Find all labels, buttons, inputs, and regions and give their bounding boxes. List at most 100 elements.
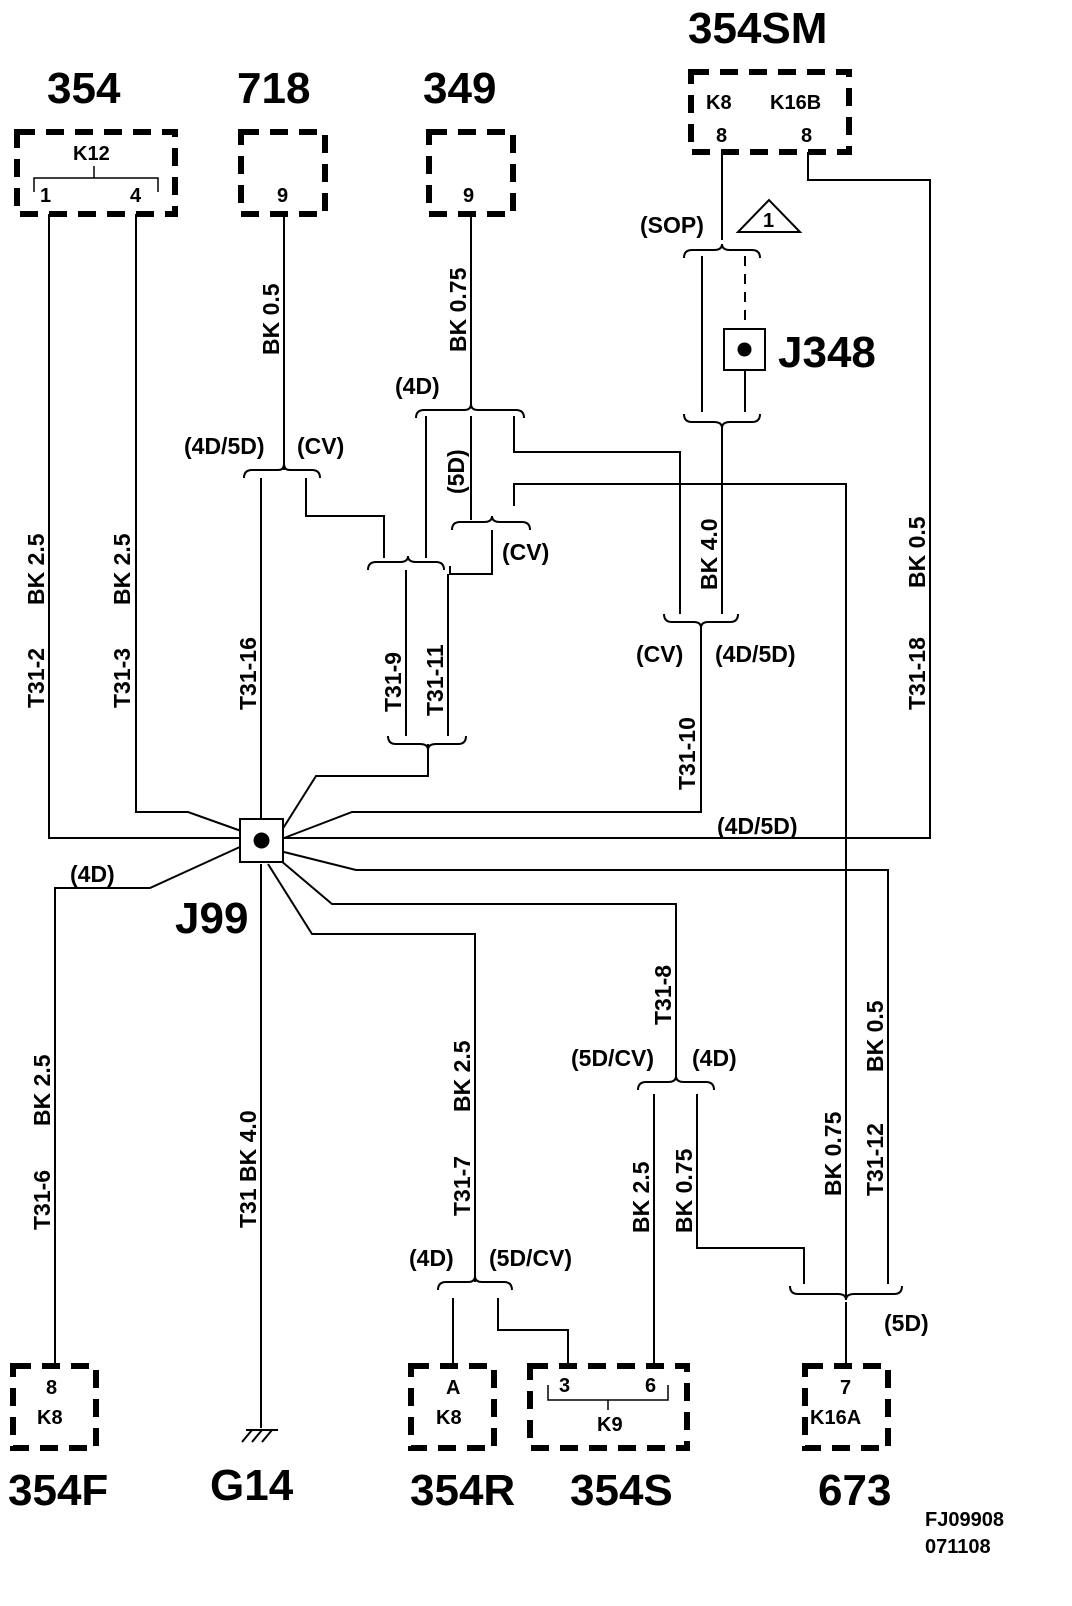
wire-0-75-to-673 bbox=[696, 1094, 805, 1284]
wire-354SM-pin8b-circuit: T31-18 bbox=[904, 637, 930, 710]
connector-354F-name: 354F bbox=[8, 1466, 108, 1515]
connector-354S-box bbox=[527, 1363, 690, 1451]
variant-4d-354S: (4D) bbox=[692, 1045, 737, 1071]
wire-354-pin4-circuit: T31-3 bbox=[109, 648, 135, 708]
wire-t31-9-circuit: T31-9 bbox=[380, 652, 406, 712]
connector-673-pin-7: 7 bbox=[840, 1377, 851, 1399]
wire-354R-circuit: T31-7 bbox=[449, 1156, 475, 1216]
note-triangle bbox=[735, 198, 803, 233]
wire-349-size: BK 0.75 bbox=[445, 267, 471, 352]
variant-4d5d-354SM: (4D/5D) bbox=[717, 813, 798, 839]
wire-718-circuit: T31-16 bbox=[235, 637, 261, 710]
connector-354-box bbox=[14, 129, 178, 217]
connector-354-pin-4: 4 bbox=[130, 185, 142, 207]
wire-cv-stub bbox=[449, 530, 493, 575]
wire-t31-11-circuit: T31-11 bbox=[422, 644, 448, 716]
connector-354R-cavity-k8: K8 bbox=[436, 1407, 462, 1429]
wire-718-cv-branch bbox=[305, 478, 385, 558]
wire-354SM-pin8b bbox=[284, 152, 931, 839]
brace-t31-9-11-top bbox=[367, 555, 445, 571]
variant-5dcv-354S: (5D/CV) bbox=[571, 1045, 654, 1071]
wire-354R-size: BK 2.5 bbox=[449, 1040, 475, 1112]
wire-354S-pin6-size: BK 2.5 bbox=[628, 1161, 654, 1233]
wire-t31-10 bbox=[283, 628, 702, 839]
brace-718 bbox=[243, 463, 321, 479]
connector-354-cavity-label: K12 bbox=[73, 143, 110, 165]
connector-673-name: 673 bbox=[818, 1466, 891, 1515]
brace-354R bbox=[437, 1275, 513, 1291]
wire-354F-circuit: T31-6 bbox=[29, 1170, 55, 1230]
wire-354F bbox=[54, 845, 243, 1366]
wire-718-size: BK 0.5 bbox=[258, 283, 284, 355]
brace-sop bbox=[683, 243, 761, 259]
variant-cv-349: (CV) bbox=[502, 539, 549, 565]
splice-j348-label: J348 bbox=[778, 328, 876, 377]
brace-j348 bbox=[683, 413, 761, 429]
brace-cv-5d bbox=[451, 515, 531, 531]
connector-354R-name: 354R bbox=[410, 1466, 515, 1515]
wire-354-pin4-size: BK 2.5 bbox=[109, 533, 135, 605]
variant-cv-j348: (CV) bbox=[636, 641, 683, 667]
connector-354S-pin-3: 3 bbox=[559, 1375, 570, 1397]
variant-5d-673: (5D) bbox=[884, 1310, 929, 1336]
connector-354S-cavity-k9: K9 bbox=[597, 1414, 623, 1436]
wire-t31-9-11-to-j99 bbox=[281, 744, 429, 831]
wire-354SM-pin8b-size: BK 0.5 bbox=[904, 516, 930, 588]
connector-354R-pin-a: A bbox=[446, 1377, 460, 1399]
connector-354S-name: 354S bbox=[570, 1466, 673, 1515]
wire-354-pin4 bbox=[135, 214, 245, 833]
note-triangle-number: 1 bbox=[763, 210, 774, 232]
connector-349-pin-9: 9 bbox=[463, 185, 474, 207]
wire-j348-size: BK 4.0 bbox=[696, 518, 722, 590]
wire-354R-to-354S bbox=[497, 1298, 569, 1366]
brace-673 bbox=[789, 1285, 903, 1301]
wire-354R bbox=[267, 863, 476, 1282]
wire-673-b-circuit: T31-12 bbox=[862, 1123, 888, 1196]
connector-718-name: 718 bbox=[237, 64, 310, 113]
wire-673-a-size: BK 0.75 bbox=[820, 1111, 846, 1196]
connector-354SM-box bbox=[688, 69, 852, 155]
connector-354F-pin-8: 8 bbox=[46, 1377, 57, 1399]
variant-4d-354F: (4D) bbox=[70, 861, 115, 887]
connector-354SM-cavity-k8: K8 bbox=[706, 92, 732, 114]
wire-g14-label: T31 BK 4.0 bbox=[235, 1110, 261, 1228]
diagram-date: 071108 bbox=[925, 1536, 991, 1558]
connector-354SM-pin-8b: 8 bbox=[801, 125, 812, 147]
variant-4d5d-j348: (4D/5D) bbox=[715, 641, 796, 667]
brace-cv-4d5d bbox=[663, 613, 739, 629]
wire-t31-12 bbox=[283, 851, 889, 1284]
connector-354SM-name: 354SM bbox=[688, 4, 827, 53]
brace-t31-9-11-bottom bbox=[387, 735, 467, 751]
connector-354F-cavity-k8: K8 bbox=[37, 1407, 63, 1429]
diagram-code: FJ09908 bbox=[925, 1509, 1004, 1531]
connector-354-pin-1: 1 bbox=[40, 185, 51, 207]
variant-5d-349: (5D) bbox=[443, 449, 469, 494]
wire-354-pin1 bbox=[48, 214, 242, 839]
splice-j99-label: J99 bbox=[175, 894, 248, 943]
ground-g14-name: G14 bbox=[210, 1461, 294, 1510]
variant-4d-349: (4D) bbox=[395, 373, 440, 399]
variant-sop: (SOP) bbox=[640, 212, 704, 238]
brace-349 bbox=[415, 403, 525, 419]
connector-354SM-pin-8a: 8 bbox=[716, 125, 727, 147]
wire-349-to-j348-branch bbox=[513, 416, 681, 614]
wire-t31-10-circuit: T31-10 bbox=[674, 717, 700, 790]
connector-354-name: 354 bbox=[47, 64, 121, 113]
wire-354F-size: BK 2.5 bbox=[29, 1054, 55, 1126]
variant-5dcv-354R: (5D/CV) bbox=[489, 1245, 572, 1271]
wire-354-pin1-circuit: T31-2 bbox=[23, 648, 49, 708]
ground-symbol bbox=[241, 1429, 278, 1443]
wire-673-b-size: BK 0.5 bbox=[862, 1000, 888, 1072]
wire-cv-to-673 bbox=[513, 483, 847, 1296]
splice-j348 bbox=[723, 328, 766, 371]
variant-cv-718: (CV) bbox=[297, 433, 344, 459]
brace-354S bbox=[637, 1075, 715, 1091]
connector-354S-inner-bracket bbox=[547, 1385, 669, 1410]
connector-718-pin-9: 9 bbox=[277, 185, 288, 207]
wire-354-pin1-size: BK 2.5 bbox=[23, 533, 49, 605]
connector-354SM-cavity-k16b: K16B bbox=[770, 92, 821, 114]
wire-t31-8-circuit: T31-8 bbox=[650, 965, 676, 1025]
connector-673-cavity-k16a: K16A bbox=[810, 1407, 861, 1429]
wire-t31-8 bbox=[279, 859, 677, 1080]
